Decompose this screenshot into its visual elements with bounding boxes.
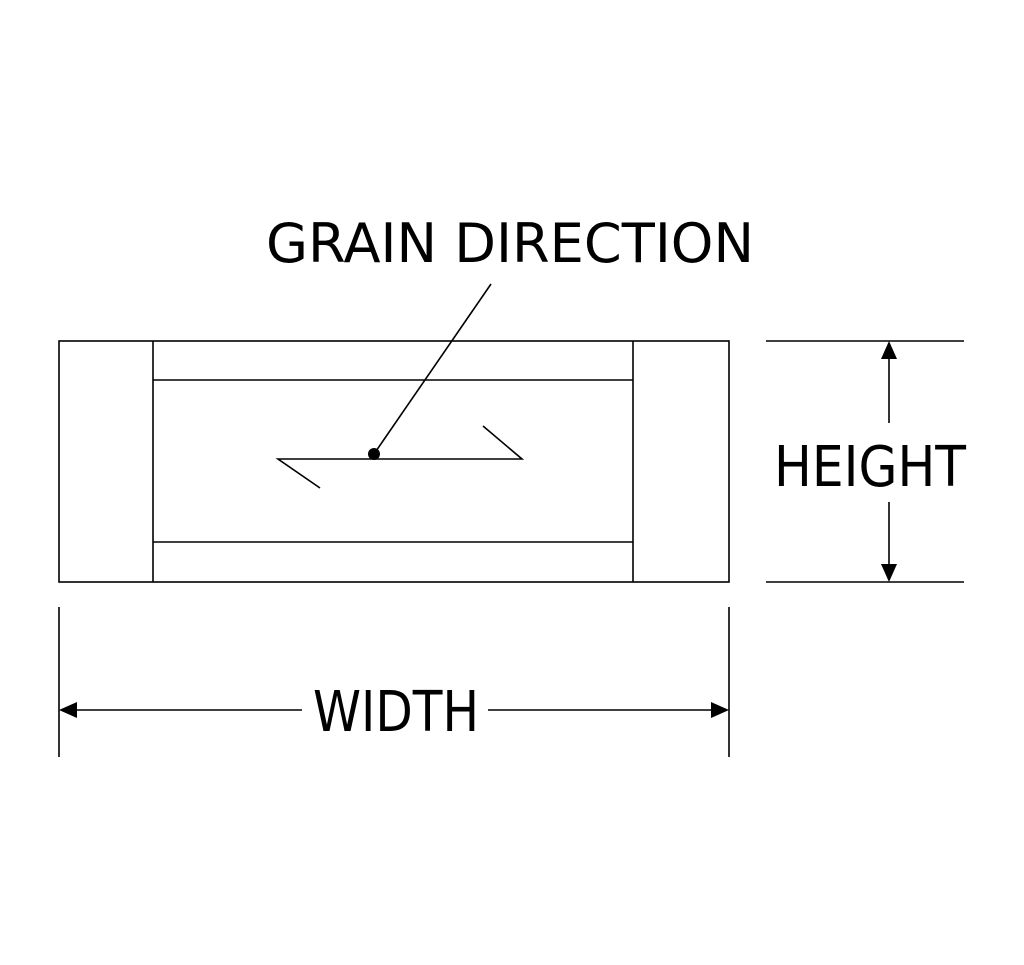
grain-leader-line: [373, 283, 492, 455]
height-arrowhead-bottom: [881, 564, 897, 582]
width-arrowhead-left: [59, 702, 77, 718]
height-arrowhead-top: [881, 341, 897, 359]
height-label: HEIGHT: [774, 435, 967, 500]
outer-frame: [58, 340, 730, 583]
width-label: WIDTH: [313, 680, 479, 745]
grain-direction-label: GRAIN DIRECTION: [266, 212, 754, 275]
grain-pivot-dot: [368, 448, 380, 460]
grain-arrow-right-head: [374, 425, 525, 460]
width-arrowhead-right: [711, 702, 729, 718]
grain-arrow-left-head: [275, 458, 374, 489]
